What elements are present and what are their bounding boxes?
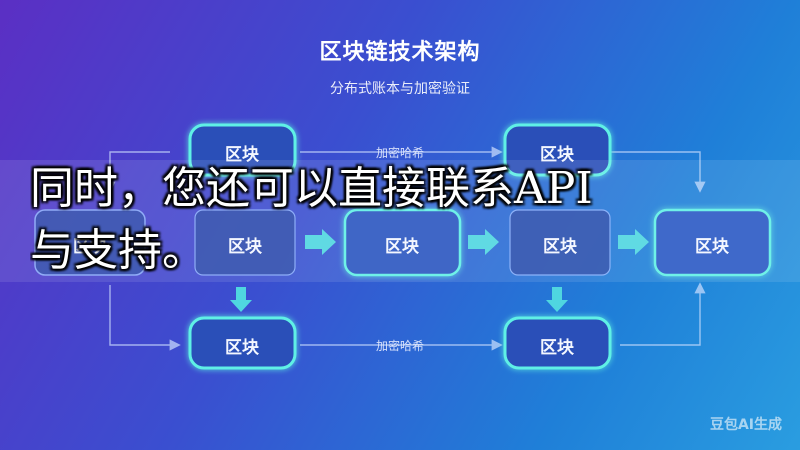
edge-bottom-right — [620, 282, 706, 346]
node-mid-2-label: 区块 — [228, 237, 262, 257]
node-top-right-label: 区块 — [540, 145, 574, 165]
node-mid-2-box — [194, 209, 296, 276]
arrow-mid-4-5 — [618, 229, 649, 255]
node-mid-4-label: 区块 — [543, 237, 577, 257]
overlay-caption-line-1: 同时，您还可以直接联系API — [30, 163, 593, 214]
watermark: 豆包AI生成 — [709, 417, 782, 433]
arrow-down-right — [546, 287, 568, 312]
diagram-subtitle: 分布式账本与加密验证 — [330, 81, 470, 97]
node-mid-4-box — [509, 209, 611, 276]
edge-top-left-in — [104, 151, 170, 193]
node-mid-3-box — [343, 208, 462, 277]
arrow-mid-2-3 — [305, 229, 336, 255]
edge-top-label: 加密哈希 — [375, 146, 424, 160]
arrow-down-left — [230, 287, 252, 312]
node-top-right-box — [503, 123, 612, 177]
node-mid-5-label: 区块 — [695, 237, 729, 257]
node-mid-1-box — [34, 209, 146, 276]
edge-bottom-left — [109, 285, 181, 351]
node-mid-3-label: 区块 — [385, 237, 419, 257]
diagram-title: 区块链技术架构 — [319, 40, 481, 65]
node-bottom-left-label: 区块 — [225, 338, 259, 358]
overlay-caption: 同时，您还可以直接联系API 与支持。 — [30, 158, 800, 288]
node-mid-5-box — [653, 208, 772, 277]
overlay-caption-line-2: 与支持。 — [30, 225, 206, 276]
node-mid-1-label: 区块 — [73, 237, 107, 257]
caption-band — [0, 160, 800, 282]
node-bottom-left-box — [188, 316, 297, 370]
edge-top-right-out — [610, 151, 706, 193]
node-bottom-right-box — [503, 316, 612, 370]
edge-bottom-label: 加密哈希 — [375, 339, 424, 353]
arrow-mid-3-4 — [468, 229, 499, 255]
node-bottom-right-label: 区块 — [540, 338, 574, 358]
node-top-left-label: 区块 — [225, 145, 259, 165]
node-top-left-box — [188, 123, 297, 177]
